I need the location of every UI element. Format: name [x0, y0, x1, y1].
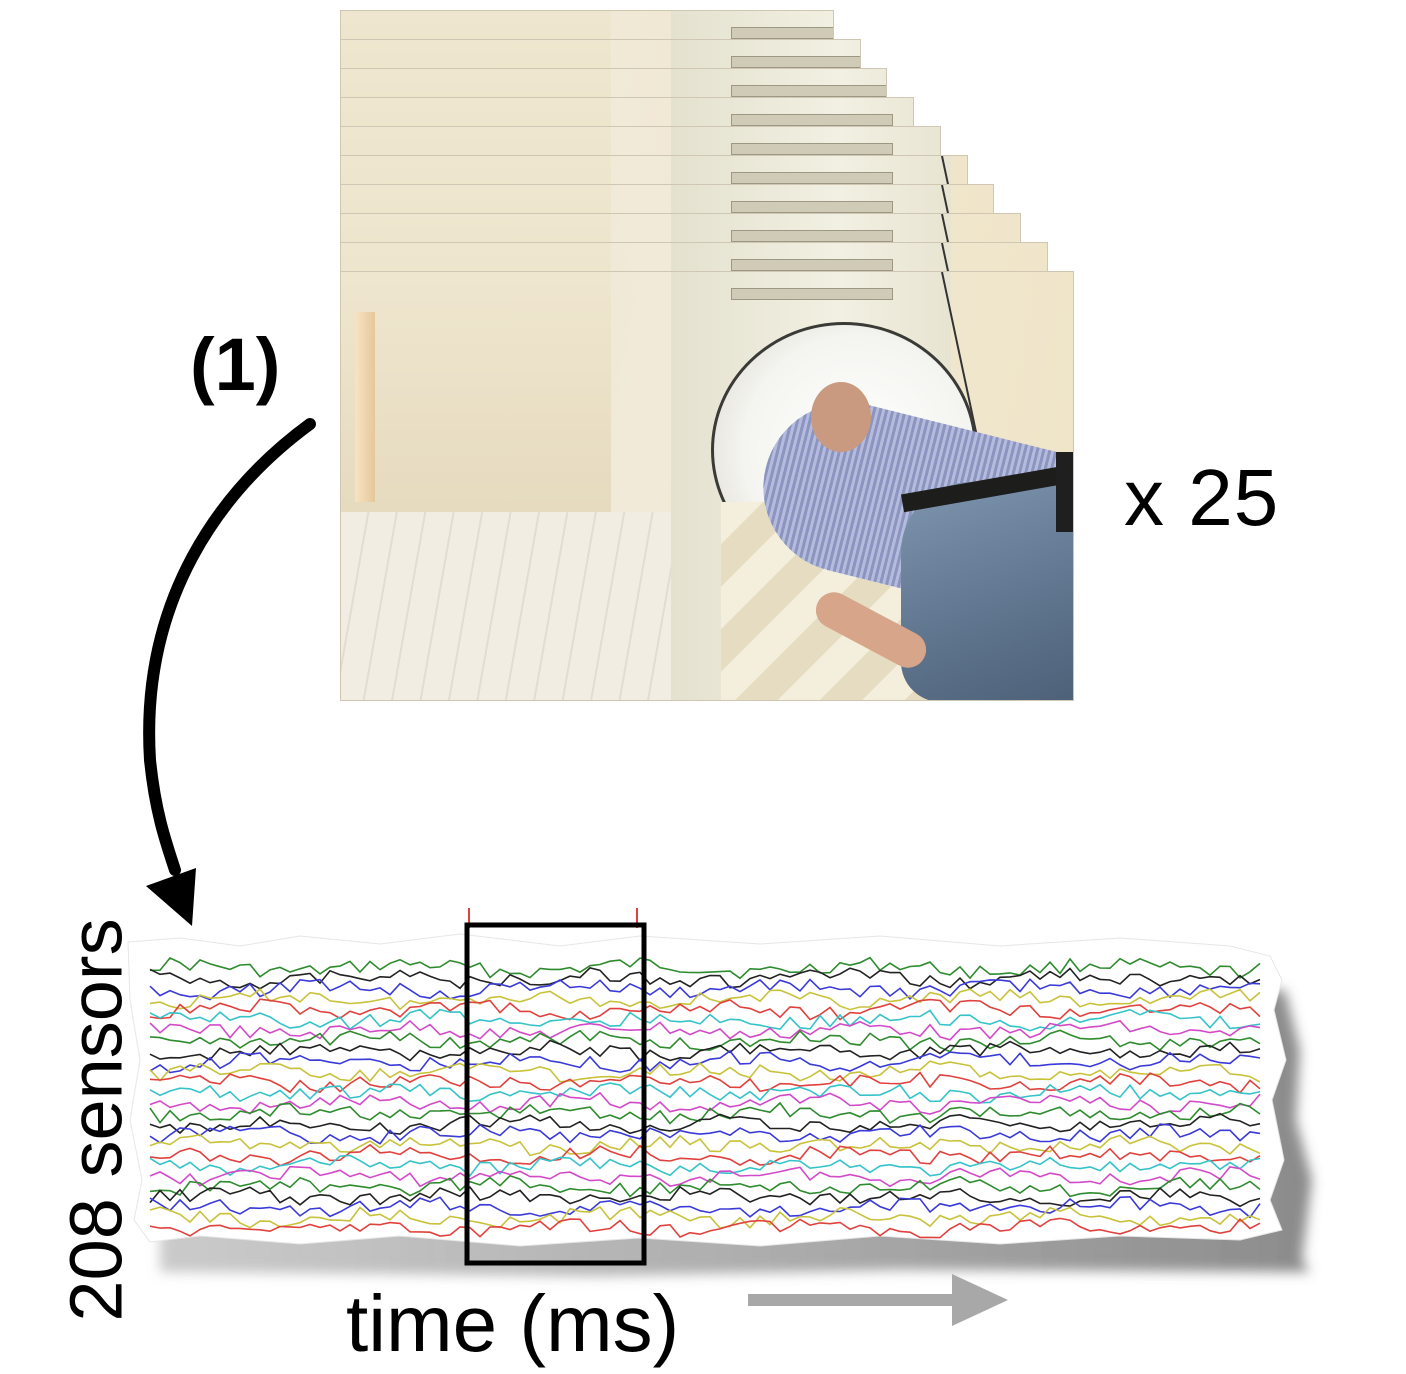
sensor-trace: [149, 1217, 1261, 1239]
signal-paper: [127, 933, 1287, 1247]
photo-slot: [731, 85, 887, 97]
meg-photo-front: [340, 271, 1075, 701]
sensor-trace: [149, 1133, 1261, 1157]
sensor-trace: [149, 1101, 1261, 1125]
photo-slot: [731, 201, 893, 213]
photo-floor: [341, 512, 701, 700]
photo-slot: [731, 172, 893, 184]
sensor-trace: [149, 1174, 1261, 1198]
photo-slot: [731, 27, 833, 39]
sensor-trace: [149, 1205, 1261, 1229]
photo-slot: [731, 288, 893, 300]
sensor-trace: [149, 1019, 1261, 1041]
photo-slot: [731, 114, 893, 126]
repeat-count-label: x 25: [1124, 453, 1280, 542]
sensor-trace: [149, 998, 1261, 1021]
time-axis-label: time (ms): [346, 1279, 680, 1368]
sensor-trace: [149, 1082, 1261, 1104]
sensor-trace: [149, 1008, 1261, 1032]
photo-slot: [731, 259, 893, 271]
sensor-trace: [149, 988, 1261, 1011]
curved-arrow-icon: [143, 418, 316, 926]
photo-stack: [340, 10, 1075, 701]
sensor-trace: [149, 1195, 1261, 1219]
sensor-trace: [149, 1165, 1261, 1188]
photo-head: [811, 382, 871, 452]
photo-slot: [731, 143, 893, 155]
sensor-trace: [149, 1154, 1261, 1177]
right-arrow-icon: [748, 1274, 1008, 1326]
sensor-trace: [149, 1091, 1261, 1116]
photo-stool: [1056, 452, 1074, 532]
sensor-trace: [149, 1060, 1261, 1083]
sensor-trace: [149, 1049, 1261, 1074]
sensor-trace: [149, 956, 1261, 980]
time-window-box: [464, 922, 647, 1266]
step-label: (1): [190, 323, 281, 406]
sensor-trace: [149, 1039, 1261, 1062]
photo-pillar: [355, 312, 375, 502]
sensor-trace: [149, 978, 1261, 1001]
sensor-trace: [149, 1123, 1261, 1145]
sensor-trace: [149, 1112, 1261, 1135]
photo-slot: [731, 56, 860, 68]
photo-slot: [731, 230, 893, 242]
photo-jeans: [901, 482, 1074, 700]
sensor-traces: [149, 956, 1261, 1239]
sensor-trace: [149, 967, 1261, 990]
